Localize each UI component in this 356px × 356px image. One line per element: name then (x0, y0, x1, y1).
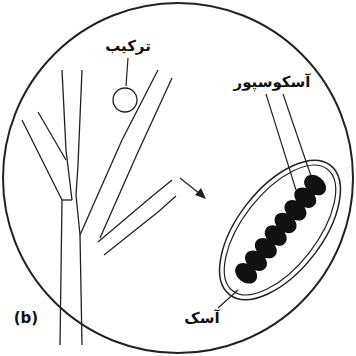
fusion-label: ترکیب (103, 37, 153, 55)
ascospore-label: آسکوسپور (232, 73, 313, 91)
ascus-label: آسک (182, 309, 221, 327)
panel-letter: (b) (12, 309, 40, 327)
